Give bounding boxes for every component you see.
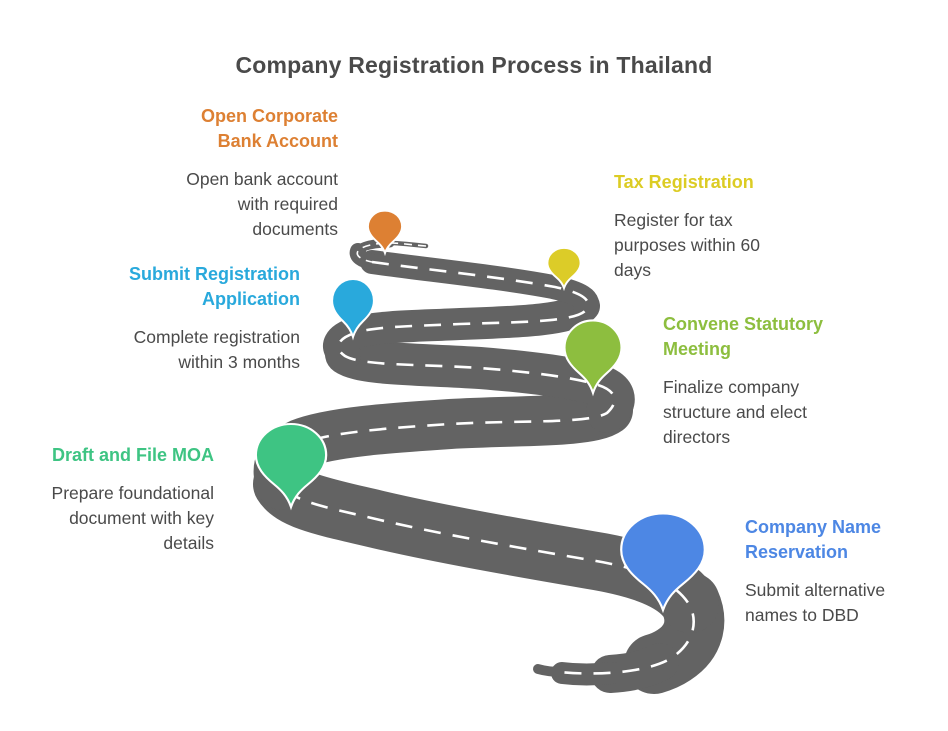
step-submit-registration-application: Submit Registration Application Complete… (100, 262, 300, 375)
step-tax-registration: Tax Registration Register for tax purpos… (614, 170, 799, 283)
step-open-corporate-bank-account: Open Corporate Bank Account Open bank ac… (140, 104, 338, 242)
map-pin-icon-draft-and-file-moa (254, 422, 328, 511)
step-title-submit-registration-application: Submit Registration Application (128, 264, 300, 309)
map-pin-icon-company-name-reservation (620, 512, 706, 614)
step-title-tax-registration: Tax Registration (614, 172, 754, 192)
step-title-draft-and-file-moa: Draft and File MOA (51, 445, 214, 465)
map-pin-icon-submit-registration-application (331, 277, 375, 341)
step-title-convene-statutory-meeting: Convene Statutory Meeting (663, 314, 824, 359)
step-description-convene-statutory-meeting: Finalize company structure and elect dir… (663, 377, 807, 447)
map-pins (254, 209, 706, 614)
step-title-open-corporate-bank-account: Open Corporate Bank Account (200, 106, 338, 151)
step-description-submit-registration-application: Complete registration within 3 months (133, 327, 300, 372)
step-convene-statutory-meeting: Convene Statutory Meeting Finalize compa… (663, 312, 843, 450)
step-title-company-name-reservation: Company Name Reservation (745, 517, 882, 562)
road-end-taper-3 (533, 664, 567, 677)
step-description-draft-and-file-moa: Prepare foundational document with key d… (51, 483, 214, 553)
step-draft-and-file-moa: Draft and File MOA Prepare foundational … (14, 443, 214, 556)
step-description-tax-registration: Register for tax purposes within 60 days (614, 210, 760, 280)
road-centerline-dashes (277, 260, 695, 675)
step-description-company-name-reservation: Submit alternative names to DBD (745, 580, 886, 625)
map-pin-icon-convene-statutory-meeting (563, 319, 623, 397)
road-hook-dashes (356, 242, 427, 263)
step-company-name-reservation: Company Name Reservation Submit alternat… (745, 515, 915, 628)
page-title: Company Registration Process in Thailand (235, 52, 713, 78)
map-pin-icon-tax-registration (546, 247, 582, 292)
map-pin-icon-open-corporate-bank-account (366, 209, 404, 257)
step-description-open-corporate-bank-account: Open bank account with required document… (186, 169, 338, 239)
